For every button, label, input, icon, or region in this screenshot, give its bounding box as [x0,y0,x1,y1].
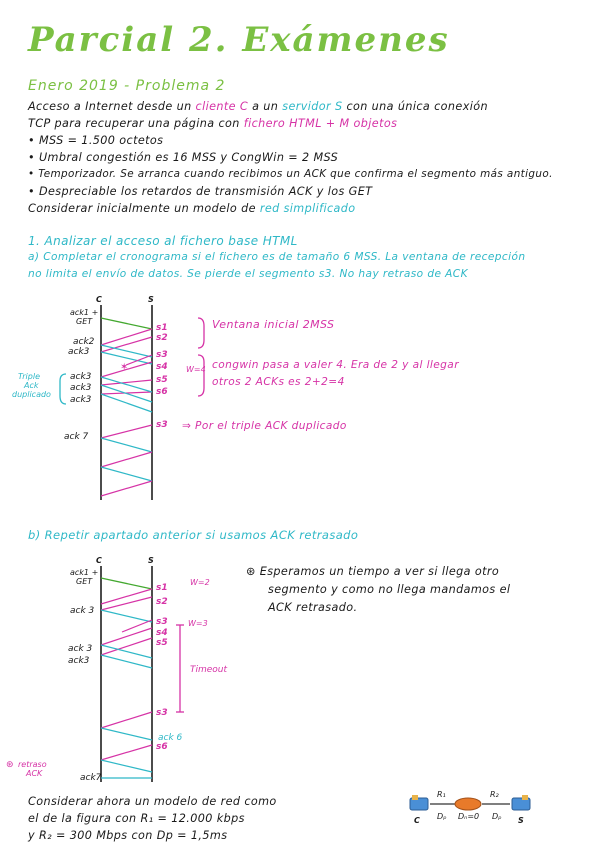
client-term: cliente C [195,100,249,113]
network-dp2: Dₚ [492,812,502,821]
part-b-heading: b) Repetir apartado anterior si usamos A… [28,528,359,542]
window-w3: W=3 [188,619,208,628]
part1-question-a-2: no limita el envío de datos. Se pierde e… [28,268,468,280]
diagram-b-label-ack6: ack 6 [158,733,183,743]
note-congwin-1: congwin pasa a valer 4. Era de 2 y al ll… [212,359,459,371]
diagram-b-server: S [148,556,154,565]
diagram-a-client: C [96,295,102,304]
star-icon: ⊛ [6,760,14,770]
diagram-b-seg-s3-retx: s3 [156,708,168,718]
bullet-timer: • Temporizador. Se arranca cuando recibi… [28,168,553,180]
diagram-a-seg-s3-retx: s3 [156,420,168,430]
text: Acceso a Internet desde un [28,100,196,113]
network-dp1: Dₚ [437,812,447,821]
diagram-a-seg-s5: s5 [156,375,168,385]
note-triple-ack: ⇒ Por el triple ACK duplicado [182,420,347,432]
note-b-1: ⊛ Esperamos un tiempo a ver si llega otr… [246,565,500,578]
part1-question-a-1: a) Completar el cronograma si el fichero… [28,251,526,263]
diagram-b-label-ack3c: ack3 [68,656,90,666]
diagram-b-seg-s2: s2 [156,597,168,607]
triple-label-2: Ack [24,381,39,390]
retraso-label-1: retraso [18,760,47,769]
diagram-a-seg-s1: s1 [156,323,168,333]
diagram-a-seg-s6: s6 [156,387,168,397]
server-term: servidor S [282,100,343,113]
page-title: Parcial 2. Exámenes [28,20,450,60]
diagram-a-seg-s4: s4 [156,362,168,372]
svg-text:✶: ✶ [120,362,128,373]
diagram-a-label-dup2: ack3 [70,383,92,393]
diagram-b-seg-s1: s1 [156,583,168,593]
text: con una única conexión [342,100,488,113]
intro-line-3: Considerar inicialmente un modelo de red… [28,202,356,215]
bullet-threshold: • Umbral congestión es 16 MSS y CongWin … [28,151,339,164]
intro-line-1: Acceso a Internet desde un cliente C a u… [28,100,488,113]
network-server: S [518,816,524,825]
network-r2: R₂ [490,790,499,799]
diagram-b-label-ack7: ack7 [80,773,102,783]
diagram-b-seg-s5: s5 [156,638,168,648]
diagram-a-label-ack7: ack 7 [64,432,89,442]
diagram-a-server: S [148,295,154,304]
network-client: C [414,816,420,825]
network-term: red simplificado [259,202,356,215]
text: Considerar inicialmente un modelo de [28,202,260,215]
footer-line-3: y R₂ = 300 Mbps con Dp = 1,5ms [28,829,228,842]
triple-label-3: duplicado [12,390,51,399]
bullet-delays: • Despreciable los retardos de transmisi… [28,185,373,198]
part1-heading: 1. Analizar el acceso al fichero base HT… [28,234,298,248]
diagram-a-label-ack2: ack2 [73,337,95,347]
network-dn: Dₙ=0 [458,812,480,821]
note-b-2: segmento y como no llega mandamos el [268,583,511,596]
diagram-b-client: C [96,556,102,565]
diagram-a-seg-s3: s3 [156,350,168,360]
diagram-b-seg-s6: s6 [156,742,168,752]
timeout-label: Timeout [190,665,228,675]
diagram-b-label-ack3a: ack 3 [70,606,95,616]
diagram-b-seg-s4: s4 [156,628,168,638]
footer-line-2: el de la figura con R₁ = 12.000 kbps [28,812,245,825]
network-r1: R₁ [437,790,446,799]
window-w4: W=4 [186,365,206,374]
window-w2: W=2 [190,578,210,587]
text: TCP para recuperar una página con [28,117,244,130]
triple-label-1: Triple [18,372,40,381]
diagram-a-seg-s2: s2 [156,333,168,343]
diagram-a-label-ack3: ack3 [68,347,90,357]
diagram-a-label-dup1: ack3 [70,372,92,382]
diagram-b-label-ack3b: ack 3 [68,644,93,654]
diagram-b-seg-s3: s3 [156,617,168,627]
diagram-a-label-dup3: ack3 [70,395,92,405]
text: a un [248,100,283,113]
bullet-mss: • MSS = 1.500 octetos [28,134,164,147]
problem-subtitle: Enero 2019 - Problema 2 [28,78,226,94]
diagram-b-label-ack1: ack1 + [70,568,99,577]
file-term: fichero HTML + M objetos [243,117,398,130]
diagram-b-label-get: GET [76,577,93,586]
diagram-a-label-ack1: ack1 + [70,308,99,317]
retraso-label-2: ACK [26,769,43,778]
note-congwin-2: otros 2 ACKs es 2+2=4 [212,376,345,388]
footer-line-1: Considerar ahora un modelo de red como [28,795,277,808]
note-initial-window: Ventana inicial 2MSS [212,318,335,331]
note-b-3: ACK retrasado. [268,601,358,614]
intro-line-2: TCP para recuperar una página con ficher… [28,117,397,130]
diagram-a-label-get: GET [76,317,93,326]
